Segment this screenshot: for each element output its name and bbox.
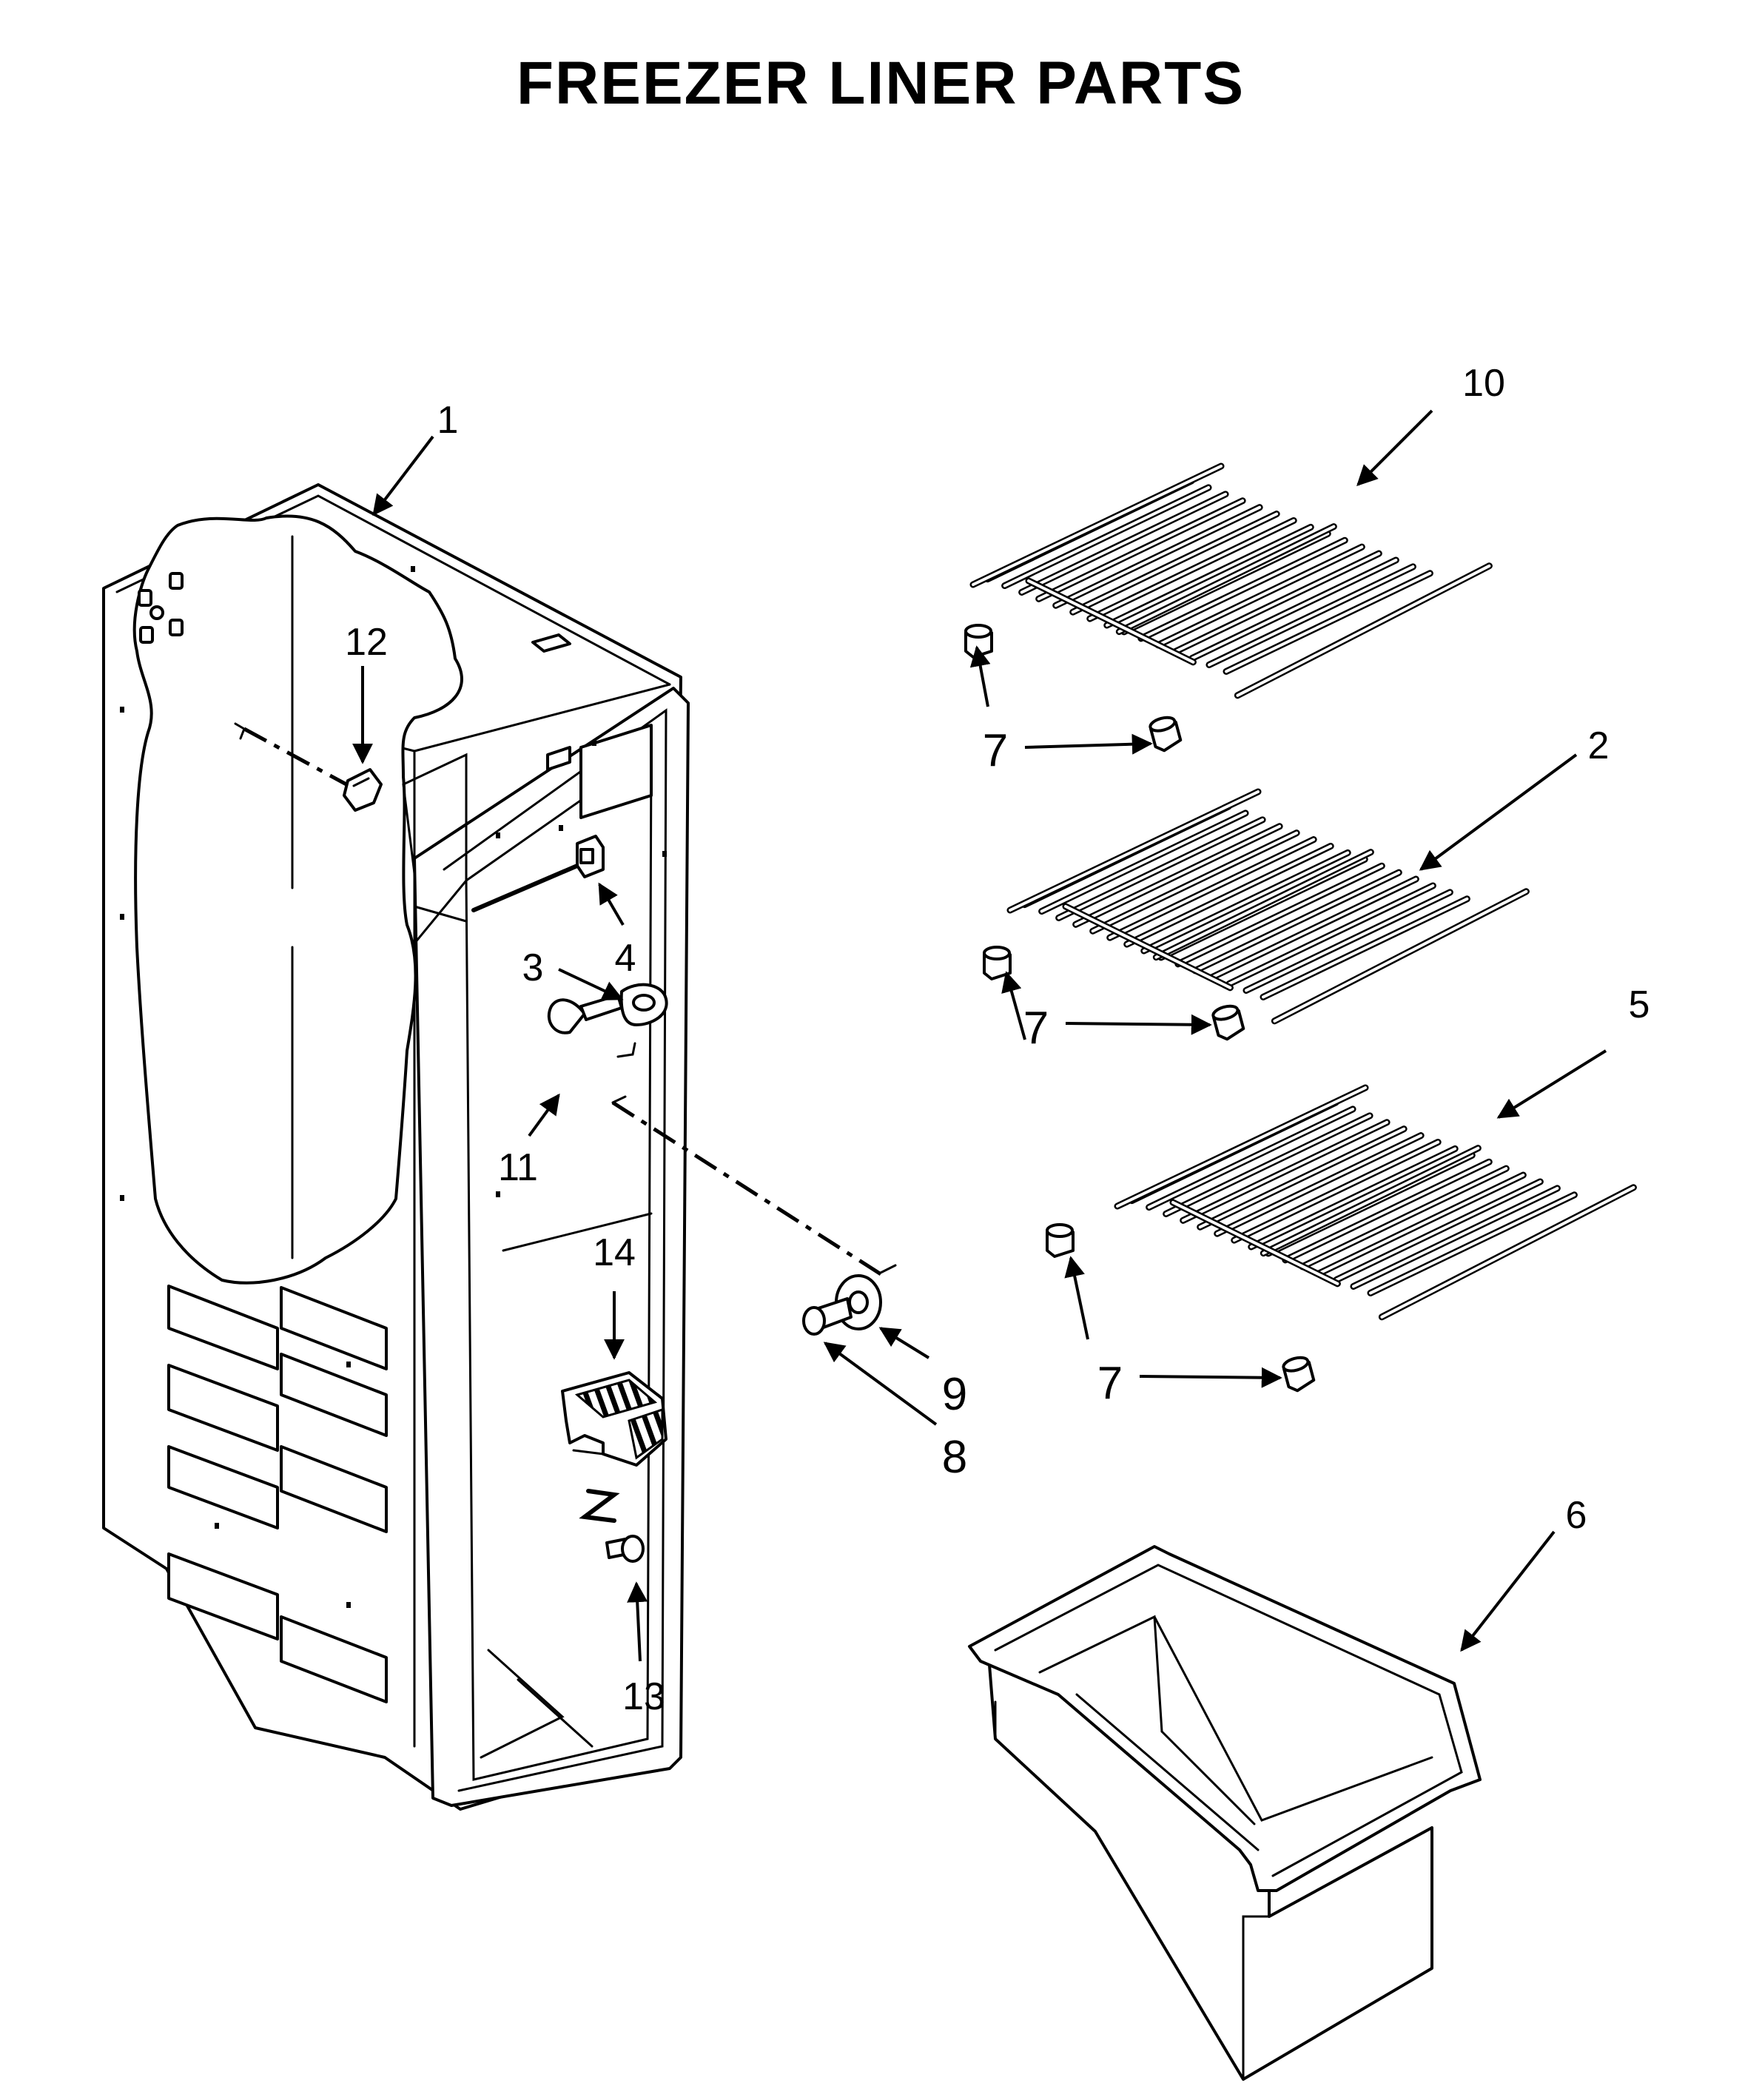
callout-13: 13 (622, 1675, 665, 1718)
callout-leaders (352, 409, 1607, 1662)
callout-10: 10 (1462, 362, 1505, 405)
page-title: FREEZER LINER PARTS (517, 50, 1245, 117)
part-13-screw (579, 1489, 645, 1563)
callout-7-middle: 7 (1023, 1003, 1049, 1054)
callout-2: 2 (1588, 724, 1610, 767)
part-6-bin (968, 1545, 1482, 2081)
part-14-cover (561, 1371, 668, 1467)
callout-6: 6 (1566, 1494, 1587, 1537)
part-4-switch (471, 835, 605, 912)
shelf-10 (969, 462, 1493, 699)
callout-3: 3 (522, 946, 544, 989)
callout-7-bottom: 7 (1097, 1358, 1123, 1409)
callout-11: 11 (498, 1146, 538, 1189)
part-12-clip (234, 722, 383, 812)
part-3-lamp-socket (619, 983, 668, 1026)
shelf-supports (964, 624, 1316, 1393)
part-9-8-knob (611, 1042, 897, 1336)
callout-8: 8 (942, 1432, 967, 1483)
callout-5: 5 (1629, 983, 1650, 1026)
freezer-liner (102, 483, 690, 1811)
callout-labels: 1 2 3 4 5 6 7 7 7 8 9 10 11 12 13 14 (345, 362, 1650, 1718)
wire-shelves (969, 462, 1637, 1321)
shelf-5 (1114, 1084, 1637, 1321)
callout-4: 4 (615, 937, 636, 980)
callout-7-top: 7 (983, 725, 1008, 776)
callout-9: 9 (942, 1369, 967, 1420)
callout-1: 1 (437, 399, 459, 442)
callout-14: 14 (593, 1231, 636, 1274)
callout-12: 12 (345, 621, 388, 664)
shelf-2 (1006, 788, 1530, 1025)
